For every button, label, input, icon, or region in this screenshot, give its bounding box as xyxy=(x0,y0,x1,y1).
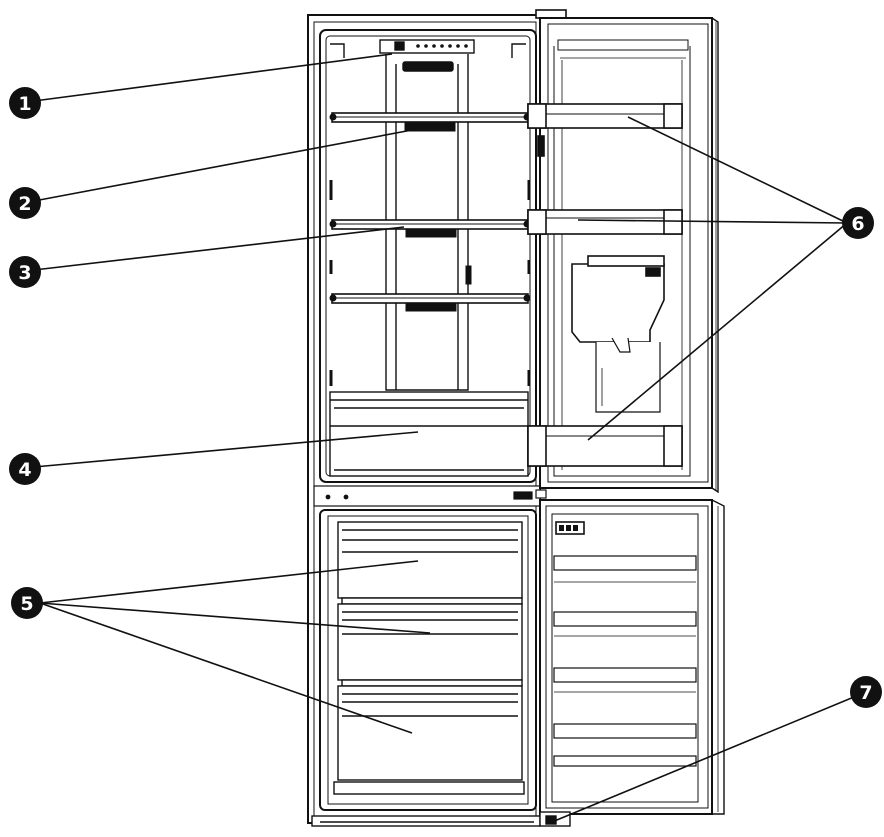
callout-7-marker: 7 xyxy=(850,676,882,708)
leader-5a xyxy=(39,560,419,604)
leader-5b xyxy=(39,602,431,634)
freezer-drawer-3 xyxy=(337,685,523,781)
callout-2-marker: 2 xyxy=(9,187,41,219)
door-balconies xyxy=(527,103,683,467)
glass-shelves xyxy=(329,112,531,386)
freezer-drawers xyxy=(333,521,525,795)
fridge-door xyxy=(537,17,719,494)
leader-7 xyxy=(551,691,867,823)
leader-5c xyxy=(39,602,413,734)
callout-2-number: 2 xyxy=(18,193,31,215)
callout-5-number: 5 xyxy=(20,593,33,615)
glass-shelf-1 xyxy=(329,112,531,132)
callout-3-number: 3 xyxy=(18,262,31,284)
door-balcony-2 xyxy=(527,209,683,235)
callout-markers: 1 2 3 4 5 6 7 xyxy=(9,87,882,708)
door-balcony-1 xyxy=(527,103,683,129)
freezer-drawer-2 xyxy=(337,603,523,681)
leader-1 xyxy=(33,53,393,102)
leader-6b xyxy=(577,219,848,224)
callout-5-marker: 5 xyxy=(11,587,43,619)
leader-4 xyxy=(33,431,419,468)
crisper-drawer xyxy=(329,391,529,477)
freezer-drawer-1 xyxy=(337,521,523,599)
callout-1-number: 1 xyxy=(18,93,31,115)
adjustable-foot xyxy=(539,811,571,827)
cabinet-base xyxy=(311,815,541,827)
callout-6-number: 6 xyxy=(851,213,864,235)
glass-shelf-2 xyxy=(329,219,531,238)
leader-3 xyxy=(33,226,405,271)
callout-6-marker: 6 xyxy=(842,207,874,239)
leader-6a xyxy=(627,116,848,224)
callout-7-number: 7 xyxy=(859,682,872,704)
door-balcony-3 xyxy=(527,425,683,467)
leader-lines xyxy=(33,53,867,823)
freezer-door xyxy=(539,499,725,815)
callout-4-number: 4 xyxy=(18,459,31,481)
leader-2 xyxy=(33,129,413,202)
leader-6c xyxy=(587,222,848,441)
divider-strip xyxy=(313,485,547,507)
freezer-door-shelves xyxy=(553,555,697,767)
callout-4-marker: 4 xyxy=(9,453,41,485)
glass-shelf-3 xyxy=(329,293,531,312)
callout-3-marker: 3 xyxy=(9,256,41,288)
water-dispenser-tank xyxy=(571,255,665,413)
freezer-compartment xyxy=(319,509,537,811)
callout-1-marker: 1 xyxy=(9,87,41,119)
